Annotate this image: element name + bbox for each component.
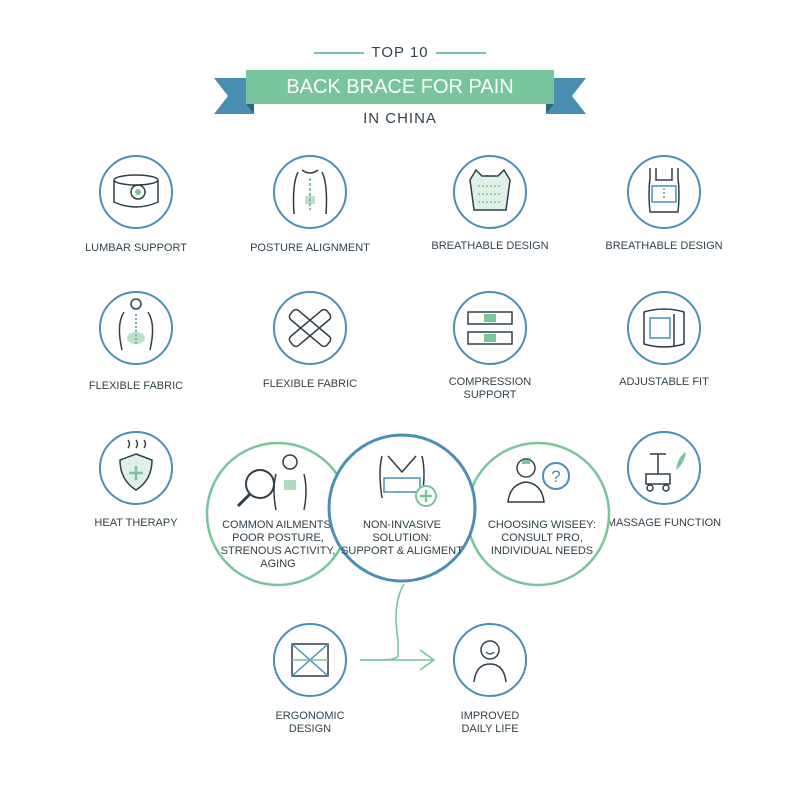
brace-plus-icon [379, 455, 437, 507]
feature-label-3: BREATHABLE DESIGN [431, 240, 549, 252]
vest-brace-icon [626, 154, 702, 230]
feature-label-10: MASSAGE FUNCTION [606, 517, 722, 529]
mesh-vest-icon [452, 154, 528, 230]
adjustable-wrap-icon [626, 290, 702, 366]
magnifier-body-icon [236, 454, 307, 511]
bottom-label-right: IMPROVED DAILY LIFE [460, 710, 520, 735]
top-line-row: TOP 10 [0, 38, 800, 68]
feature-label-5: FLEXIBLE FABRIC [88, 380, 184, 392]
feature-label-2: POSTURE ALIGNMENT [250, 242, 370, 254]
doctor-question-icon: ? [507, 458, 570, 503]
title-ribbon [214, 70, 586, 114]
choosing-circle: ? [464, 440, 612, 588]
massage-device-icon [626, 430, 702, 506]
subtitle: IN CHINA [363, 110, 437, 127]
back-torso-icon [98, 290, 174, 366]
choosing-text: CHOOSING WISEEY: CONSULT PRO, INDIVIDUAL… [487, 519, 597, 557]
banner-title: BACK BRACE FOR PAIN BRACES [286, 76, 514, 132]
lumbar-belt-icon [98, 154, 174, 230]
spine-torso-icon [272, 154, 348, 230]
left-rule [314, 52, 364, 54]
feature-label-8: ADJUSTABLE FIT [619, 376, 709, 388]
solution-text: NON-INVASIVE SOLUTION: SUPPORT & ALIGMEN… [341, 519, 463, 557]
ailments-text: COMMON AILMENTS: POOR POSTURE, STRENOUS … [220, 519, 336, 570]
solution-circle [326, 432, 478, 584]
feature-label-7-text: COMPRESSION SUPPORT [448, 376, 532, 401]
crossed-straps-icon [272, 290, 348, 366]
happy-person-icon [452, 622, 528, 698]
curve-connector [360, 583, 405, 661]
arrow-head [419, 649, 436, 671]
feature-label-1: LUMBAR SUPPORT [85, 242, 187, 254]
feature-label-6: FLEXIBLE FABRIC [262, 378, 358, 390]
top-line-text: TOP 10 [371, 44, 429, 61]
right-rule [436, 52, 486, 54]
compression-straps-icon [452, 290, 528, 366]
svg-text:?: ? [551, 467, 560, 486]
feature-label-9: HEAT THERAPY [94, 517, 178, 529]
feature-label-7: COMPRESSION SUPPORT [405, 376, 575, 402]
ergonomic-pad-icon [272, 622, 348, 698]
bottom-label-left: ERGONOMIC DESIGN [275, 710, 345, 735]
heat-shield-icon [98, 430, 174, 506]
feature-label-4: BREATHABLE DESIGN [605, 240, 723, 252]
